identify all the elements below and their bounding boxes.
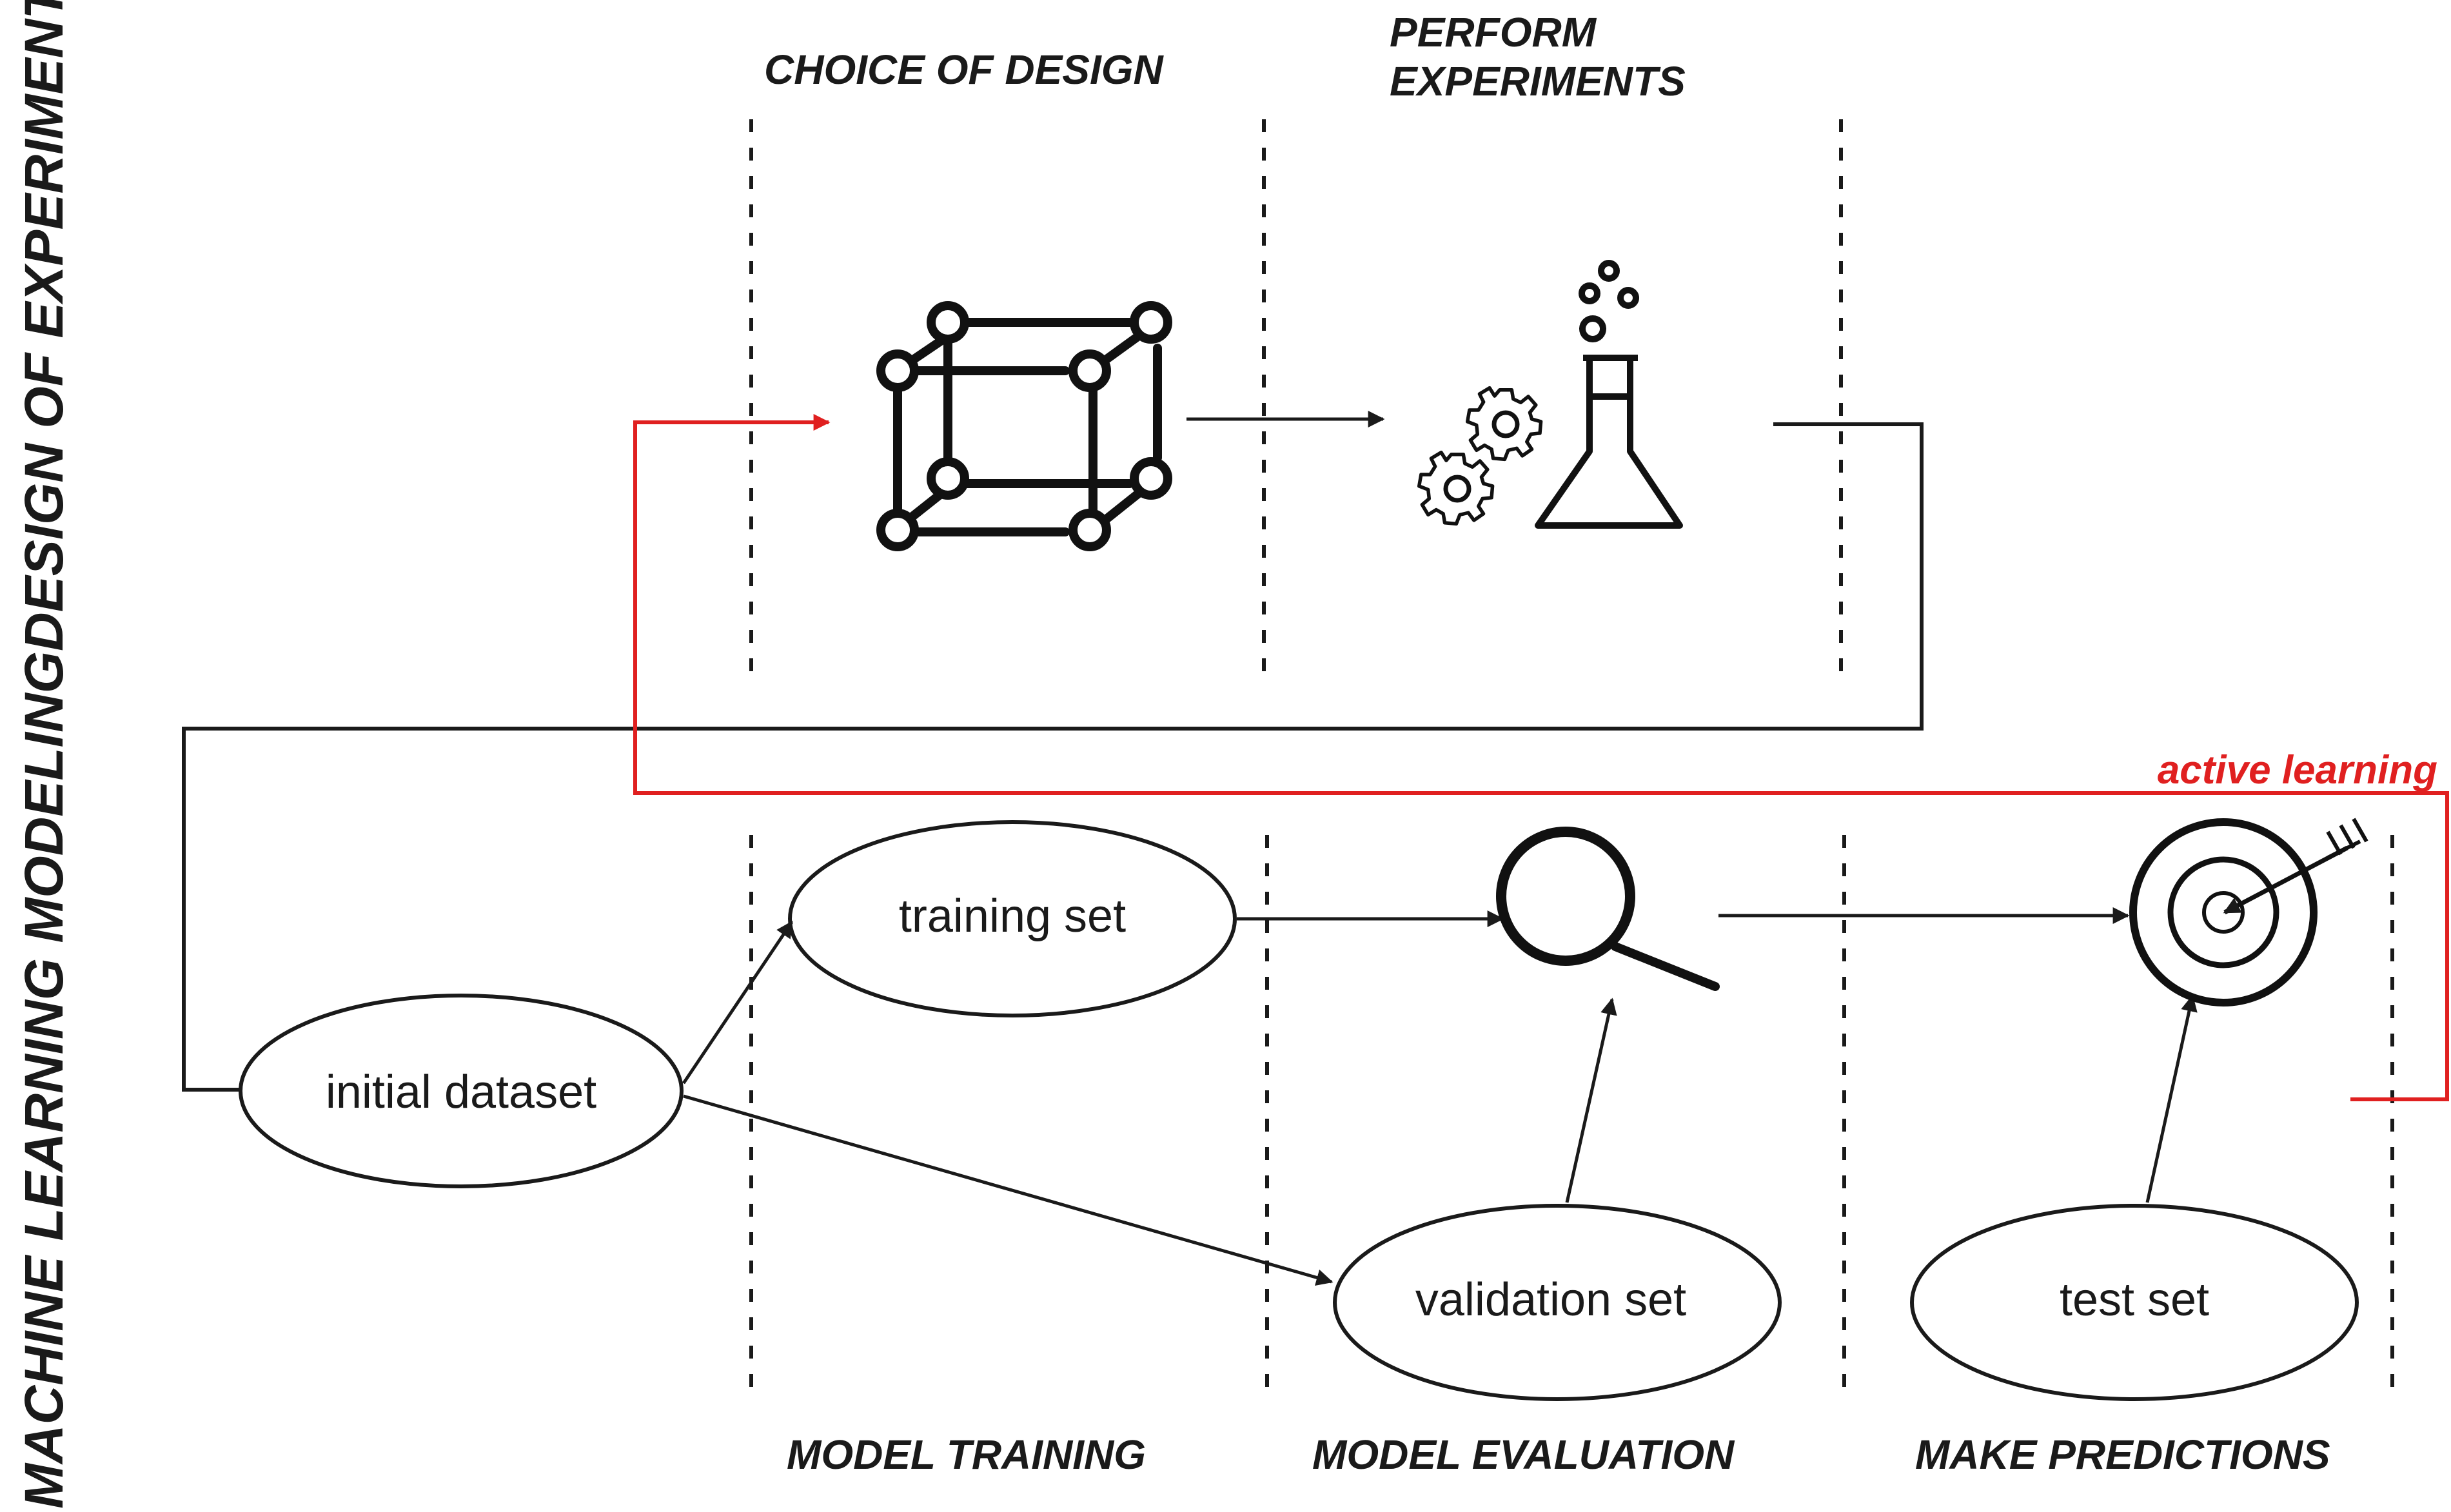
node-validation-set: validation set: [1333, 1204, 1782, 1401]
node-test-set-label: test set: [2060, 1274, 2209, 1326]
node-test-set: test set: [1910, 1204, 2359, 1401]
magnifier-icon: [1496, 827, 1720, 991]
gear-icon: [1417, 450, 1495, 526]
header-model-training: MODEL TRAINING: [787, 1431, 1146, 1478]
target-icon: [2129, 818, 2368, 1006]
header-choice-of-design: CHOICE OF DESIGN: [764, 46, 1165, 93]
side-label-design-of-experiments: DESIGN OF EXPERIMENTS: [14, 0, 74, 651]
node-training-set: training set: [788, 820, 1237, 1017]
line-experiments-to-dataset: [182, 422, 1924, 1092]
node-validation-set-label: validation set: [1415, 1274, 1686, 1326]
header-make-predictions: MAKE PREDICTIONS: [1915, 1431, 2330, 1478]
active-learning-label: active learning: [2158, 748, 2437, 792]
column-dividers: [749, 119, 2394, 1399]
arrow-test-to-prediction: [2145, 994, 2198, 1203]
header-perform-experiments-2: EXPERIMENTS: [1390, 58, 1686, 104]
header-model-evaluation: MODEL EVALUATION: [1312, 1431, 1735, 1478]
header-perform-experiments-1: PERFORM: [1390, 9, 1597, 55]
arrow-dataset-to-training: [682, 920, 794, 1085]
side-label-machine-learning-modeling: MACHINE LEARNING MODELING: [14, 651, 74, 1509]
cube-icon: [876, 301, 1172, 551]
arrow-validation-to-evaluation: [1565, 997, 1617, 1203]
gear-icon: [1465, 386, 1543, 462]
active-learning-loop: [633, 414, 2449, 1101]
node-initial-dataset: initial dataset: [239, 994, 684, 1188]
node-training-set-label: training set: [899, 890, 1126, 942]
arrow-dataset-to-validation: [683, 1094, 1334, 1286]
node-initial-dataset-label: initial dataset: [326, 1066, 596, 1118]
flask-gears-icon: [1417, 260, 1683, 529]
